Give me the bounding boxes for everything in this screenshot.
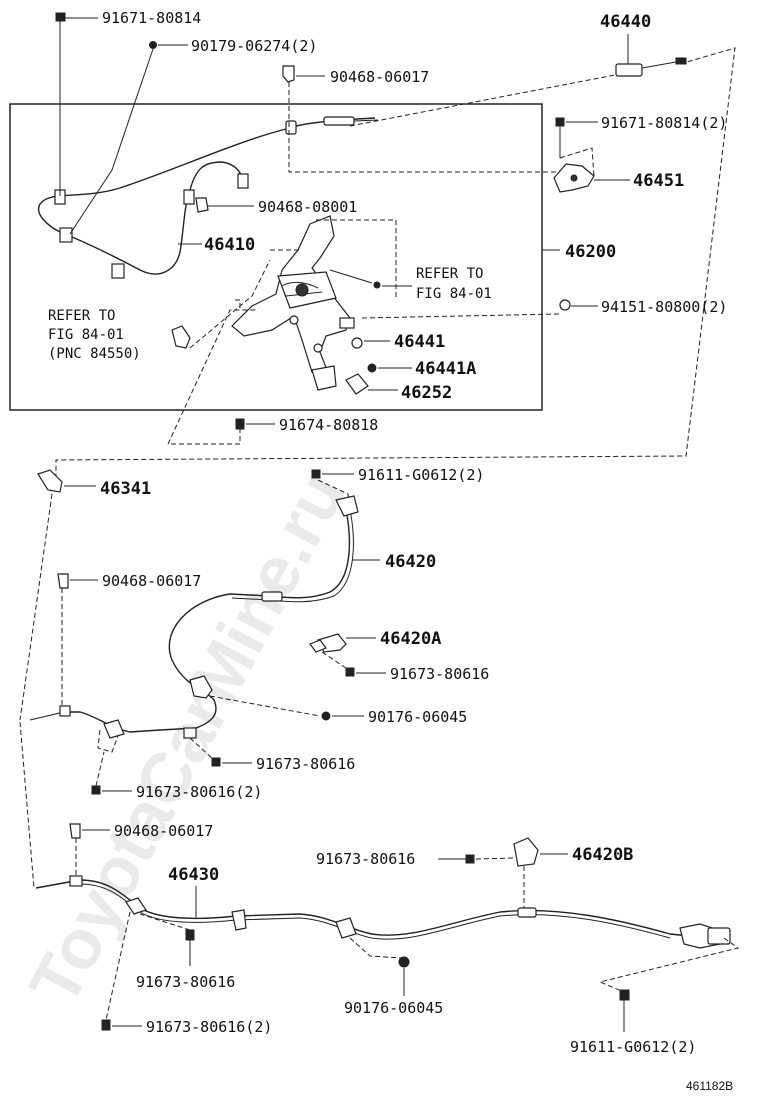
callout-46441: 46441 (394, 332, 445, 352)
bracket-46451 (553, 163, 595, 193)
callout-46420: 46420 (385, 552, 436, 572)
callout-46441A: 46441A (415, 359, 476, 379)
callout-91611-G0612-bottom: 91611-G0612(2) (570, 1038, 696, 1056)
callout-90179-06274: 90179-06274(2) (191, 37, 317, 55)
callout-91673-80616-c: 91673-80616 (316, 850, 415, 868)
bolt-91671-80814 (55, 12, 66, 196)
callout-94151-80800: 94151-80800(2) (601, 298, 727, 316)
pedal-assembly-box (9, 103, 543, 411)
refer-left-line2: FIG 84-01 (48, 327, 124, 343)
callout-91673-80616-b: 91673-80616 (256, 755, 355, 773)
callout-90468-06017-bottom: 90468-06017 (114, 822, 213, 840)
callout-90176-06045-bottom: 90176-06045 (344, 999, 443, 1017)
callout-91673-80616-2-mid: 91673-80616(2) (136, 783, 262, 801)
refer-right-line2: FIG 84-01 (416, 286, 492, 302)
refer-left-line1: REFER TO (48, 308, 115, 324)
callout-46200: 46200 (565, 242, 616, 262)
callout-91611-G0612-mid: 91611-G0612(2) (358, 466, 484, 484)
callout-90468-06017-mid: 90468-06017 (102, 572, 201, 590)
callout-46420A: 46420A (380, 629, 441, 649)
refer-right-line1: REFER TO (416, 266, 483, 282)
callout-46430: 46430 (168, 865, 219, 885)
callout-46451: 46451 (633, 171, 684, 191)
callout-91673-80616-d: 91673-80616 (136, 973, 235, 991)
callout-46440: 46440 (600, 12, 651, 32)
figure-code: 461182B (686, 1079, 733, 1093)
callout-90176-06045-mid: 90176-06045 (368, 708, 467, 726)
parking-brake-pedal-assembly (231, 215, 355, 391)
callout-46252: 46252 (401, 383, 452, 403)
callout-91674-80818: 91674-80818 (279, 416, 378, 434)
callout-46410: 46410 (204, 235, 255, 255)
callout-46341: 46341 (100, 479, 151, 499)
callout-91673-80616-2-bottom: 91673-80616(2) (146, 1018, 272, 1036)
callout-91673-80616-a: 91673-80616 (390, 665, 489, 683)
callout-46420B: 46420B (572, 845, 633, 865)
callout-91671-80814-2: 91671-80814(2) (601, 114, 727, 132)
refer-left-line3: (PNC 84550) (48, 346, 141, 362)
callout-90468-06017-top: 90468-06017 (330, 68, 429, 86)
callout-90468-08001: 90468-08001 (258, 198, 357, 216)
callout-91671-80814: 91671-80814 (102, 9, 201, 27)
